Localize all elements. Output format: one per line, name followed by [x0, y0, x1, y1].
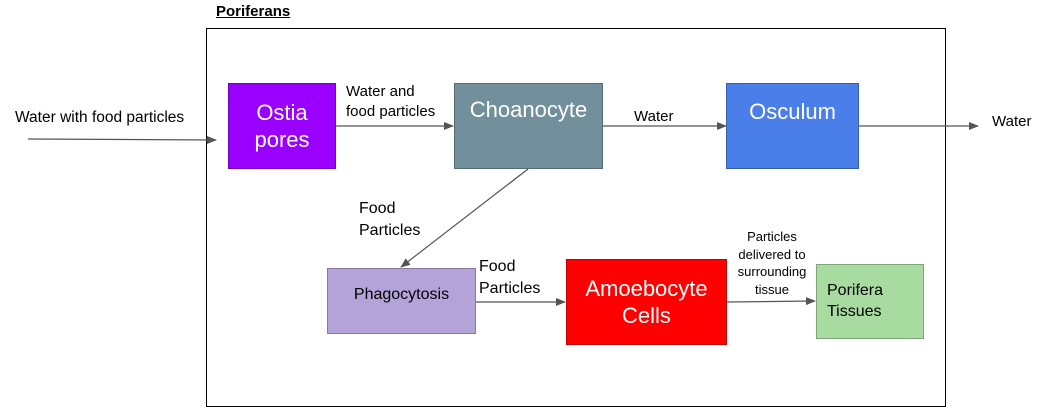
edge-input	[27, 135, 217, 144]
label-water-and-food-particles: Water and food particles	[346, 83, 436, 120]
node-ostia-pores: Ostia pores	[228, 83, 336, 169]
label-water-to-osculum: Water	[634, 108, 674, 125]
diagram-title: Poriferans	[216, 3, 291, 20]
label-water-output: Water	[992, 113, 1032, 130]
label-food-particles-choanocyte: Food Particles	[359, 200, 421, 240]
node-porifera-tissues: Porifera Tissues	[816, 264, 924, 339]
node-ostia-pores-label: Ostia pores	[254, 99, 310, 153]
edge-choanocyte-to-phagocytosis	[400, 168, 529, 268]
node-choanocyte-label: Choanocyte	[469, 97, 588, 122]
node-phagocytosis: Phagocytosis	[327, 268, 476, 334]
node-amoebocyte-cells: Amoebocyte Cells	[566, 259, 727, 345]
node-choanocyte: Choanocyte	[454, 83, 603, 169]
node-amoebocyte-cells-label: Amoebocyte Cells	[585, 275, 708, 329]
node-phagocytosis-label: Phagocytosis	[353, 286, 450, 303]
label-food-particles-phagocytosis: Food Particles	[479, 258, 541, 298]
label-particles-delivered: Particles delivered to surrounding tissu…	[737, 229, 807, 297]
node-porifera-tissues-label: Porifera Tissues	[827, 281, 884, 320]
porifera-boundary	[206, 28, 946, 407]
edge-amoebocyte-to-tissues	[726, 297, 816, 306]
node-osculum-label: Osculum	[749, 99, 836, 124]
node-osculum: Osculum	[726, 83, 859, 169]
label-water-with-food-particles: Water with food particles	[15, 109, 185, 126]
